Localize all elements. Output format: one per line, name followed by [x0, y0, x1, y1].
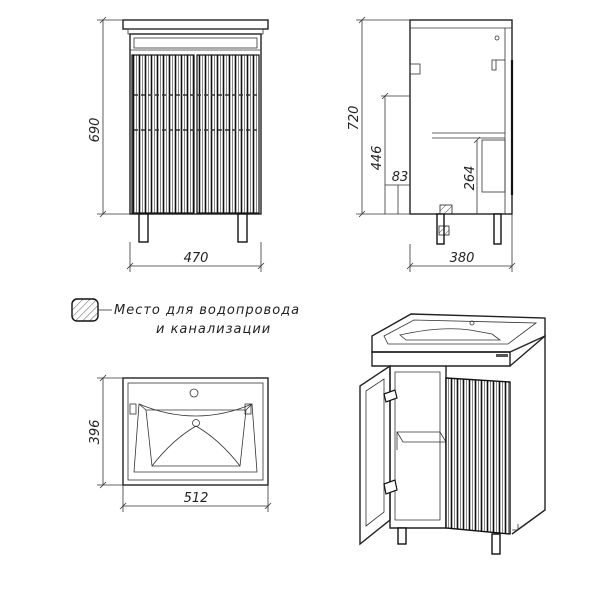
side-height-label: 720	[347, 106, 362, 131]
front-width-label: 470	[184, 251, 209, 266]
right-door	[196, 54, 260, 214]
front-view: 690 470	[88, 16, 269, 272]
left-door	[131, 54, 195, 214]
perspective-view	[359, 313, 546, 555]
top-depth-label: 396	[88, 420, 103, 445]
legend-line-2: и канализации	[156, 322, 271, 337]
top-view: 396 512	[88, 374, 272, 512]
pipe-height-label: 446	[370, 146, 385, 171]
side-depth-label: 380	[450, 251, 475, 266]
offset-label: 83	[392, 170, 409, 185]
hatch-swatch	[71, 298, 99, 322]
side-view: 720 446 83 264 380	[347, 16, 516, 272]
shelf-height-label: 264	[463, 166, 478, 191]
top-width-label: 512	[184, 491, 209, 506]
front-height-label: 690	[88, 118, 103, 143]
legend: Место для водопровода и канализации	[71, 298, 300, 337]
legend-line-1: Место для водопровода	[114, 303, 300, 318]
